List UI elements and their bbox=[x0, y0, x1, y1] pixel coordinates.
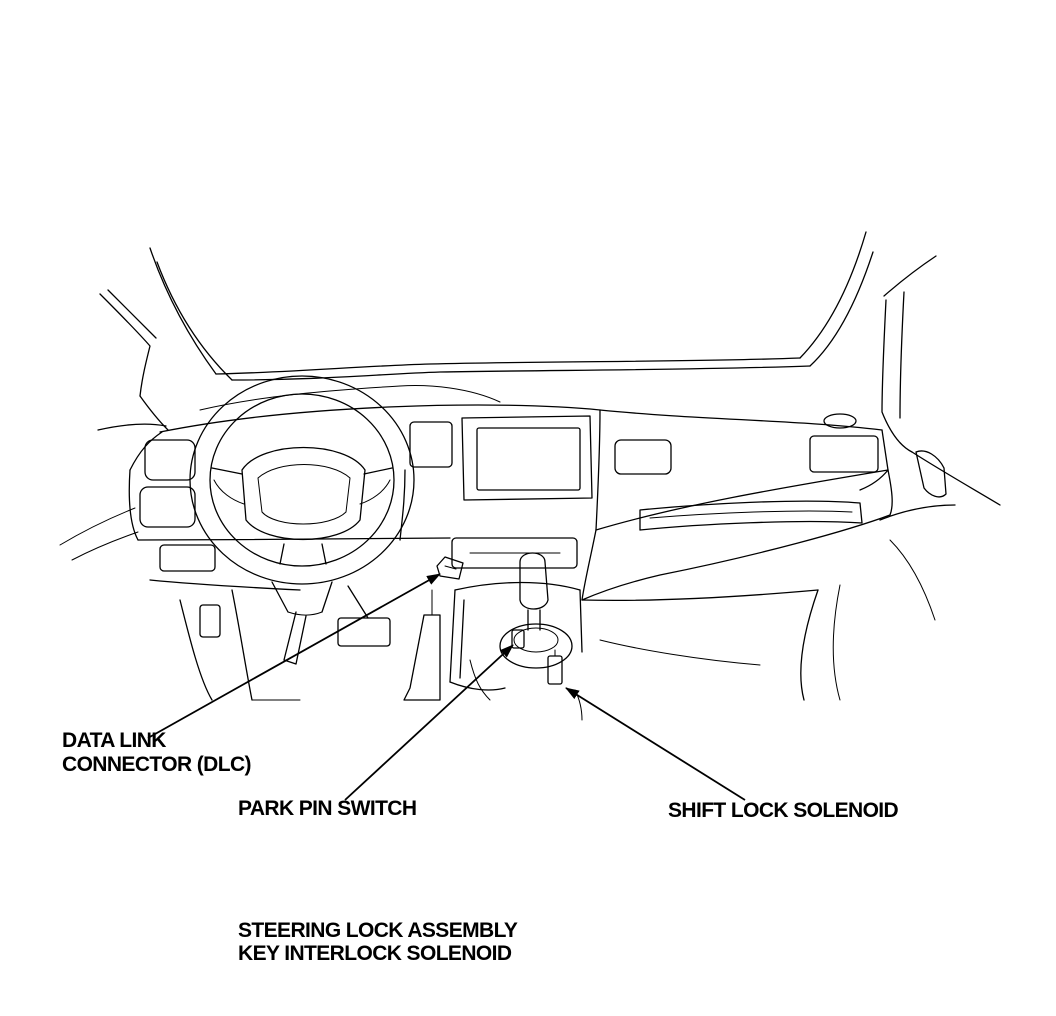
steering-wheel bbox=[189, 375, 415, 585]
passenger-airbag bbox=[823, 413, 857, 429]
center-display bbox=[461, 415, 593, 501]
left-vent-lower bbox=[139, 486, 196, 528]
right-a-pillar bbox=[799, 231, 1001, 621]
dlc-label-line1: DATA LINK bbox=[62, 729, 166, 752]
park-pin-switch-leader-arrow bbox=[344, 644, 514, 801]
dlc-label-line2: CONNECTOR (DLC) bbox=[62, 753, 252, 776]
park-pin-switch bbox=[511, 629, 525, 649]
footrest bbox=[283, 611, 307, 665]
shift-lock-solenoid bbox=[547, 649, 563, 685]
left-knee-vent bbox=[159, 544, 216, 572]
right-vent bbox=[809, 435, 879, 473]
center-right-vent bbox=[614, 439, 672, 475]
dashboard-top bbox=[129, 357, 889, 491]
steering-column bbox=[271, 581, 369, 619]
dashboard-body bbox=[128, 409, 893, 701]
left-vent-upper bbox=[144, 439, 196, 481]
steering-lock-assembly-label: STEERING LOCK ASSEMBLY bbox=[238, 919, 518, 942]
glovebox-trim-vent bbox=[639, 500, 863, 531]
shift-lock-solenoid-leader-arrow bbox=[565, 687, 746, 801]
dlc-leader-arrow bbox=[147, 573, 441, 739]
brake-pedal bbox=[337, 617, 391, 647]
hazard-switch-panel bbox=[409, 421, 453, 468]
gear-shifter bbox=[499, 552, 573, 669]
left-switch bbox=[199, 604, 221, 638]
accelerator-pedal bbox=[403, 589, 441, 701]
shift-lock-solenoid-label: SHIFT LOCK SOLENOID bbox=[668, 799, 899, 822]
center-console bbox=[449, 581, 583, 691]
door-handle bbox=[915, 450, 947, 498]
center-stack-lower bbox=[451, 537, 578, 569]
left-a-pillar bbox=[59, 247, 233, 561]
park-pin-switch-label: PARK PIN SWITCH bbox=[238, 797, 417, 820]
key-interlock-solenoid-label: KEY INTERLOCK SOLENOID bbox=[238, 942, 512, 965]
